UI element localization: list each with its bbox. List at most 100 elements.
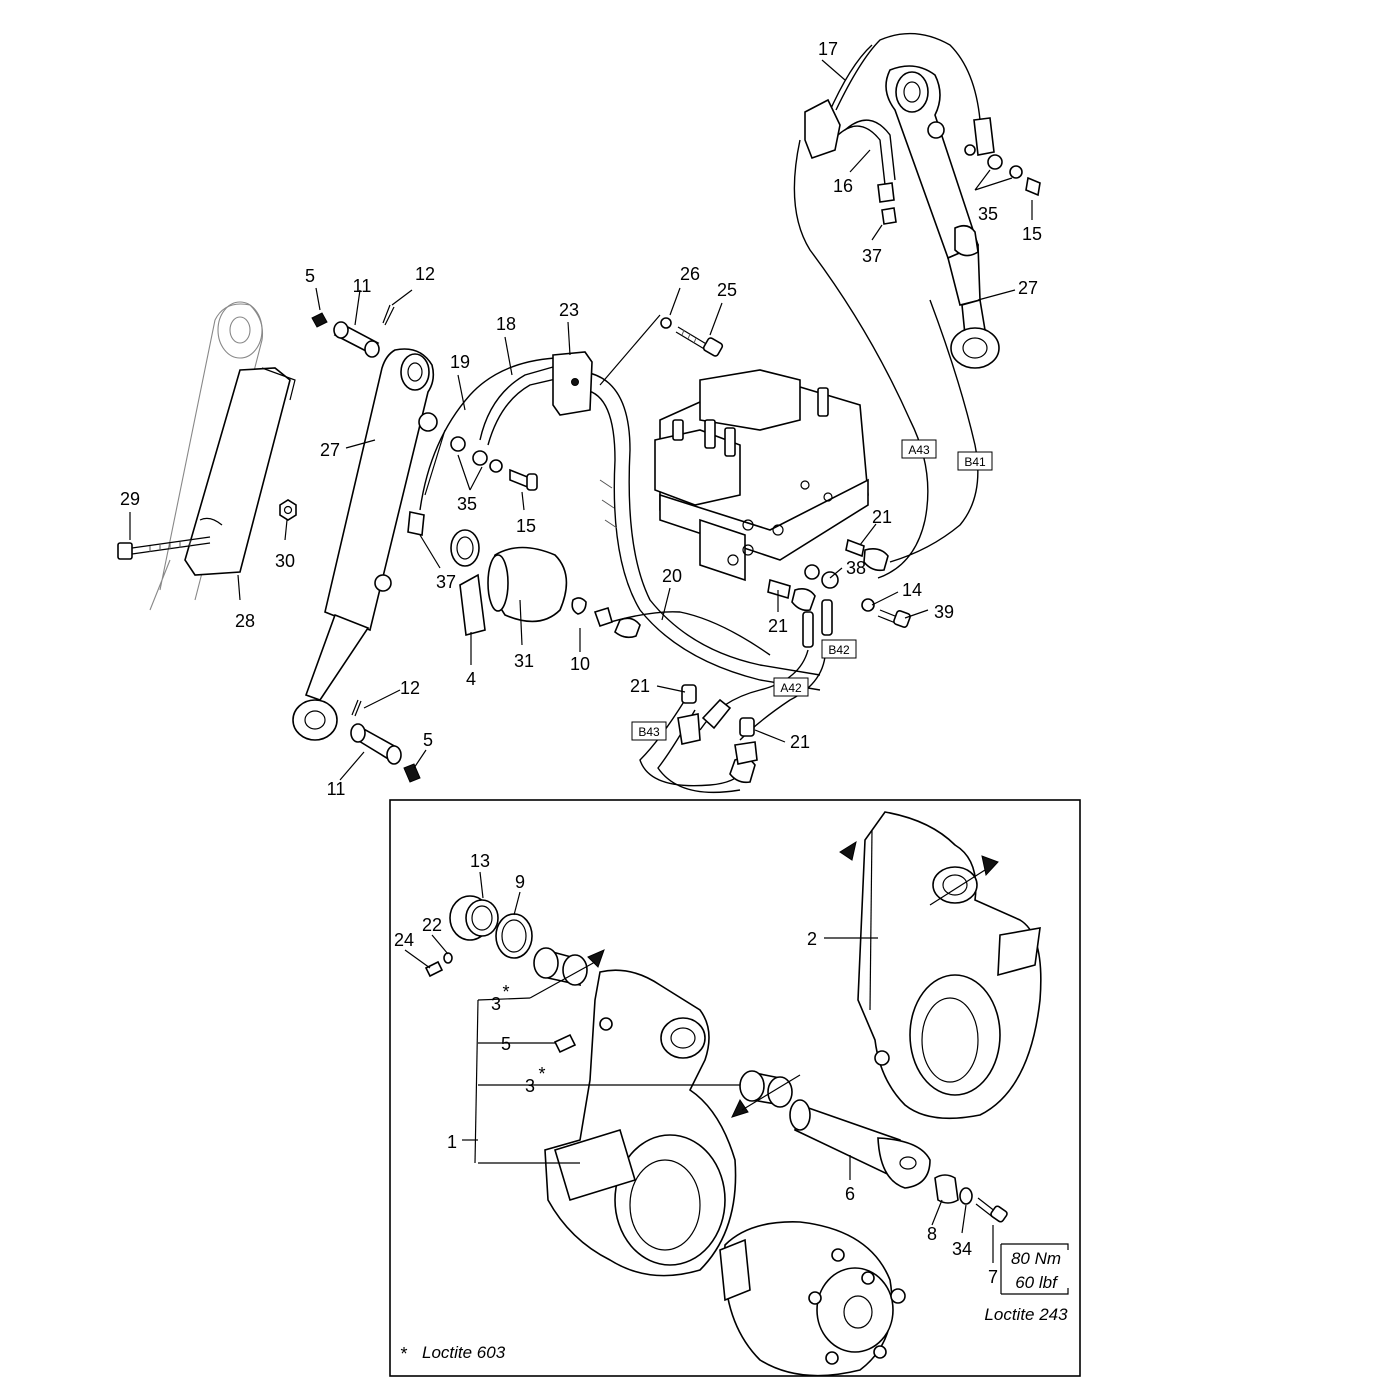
leader-lines-lower — [404, 871, 994, 1263]
torque-lbf: 60 lbf — [1015, 1273, 1059, 1292]
callout-13: 13 — [470, 851, 490, 871]
callout-3b: 3 — [525, 1076, 535, 1096]
svg-text:A43: A43 — [908, 443, 930, 457]
svg-text:B43: B43 — [638, 725, 660, 739]
clamp-23 — [552, 314, 661, 416]
lever-2 — [857, 811, 1042, 1120]
callouts-upper: 17 16 35 15 37 27 5 11 12 18 23 26 25 19… — [120, 39, 1042, 799]
svg-text:B41: B41 — [964, 455, 986, 469]
note-loctite-243: Loctite 243 — [984, 1305, 1068, 1324]
callout-9: 9 — [515, 872, 525, 892]
callout-24: 24 — [394, 930, 414, 950]
pin-lower — [350, 699, 421, 783]
callout-39: 39 — [934, 602, 954, 622]
asterisk-3b: * — [538, 1064, 545, 1084]
boom-outline — [149, 301, 264, 611]
callout-11: 11 — [353, 276, 372, 296]
callout-27b: 27 — [320, 440, 340, 460]
nut-13 — [449, 895, 499, 941]
hose-tag-a43: A43 — [901, 439, 937, 459]
callout-28: 28 — [235, 611, 255, 631]
callout-35: 35 — [978, 204, 998, 224]
callout-35b: 35 — [457, 494, 477, 514]
callout-25: 25 — [717, 280, 737, 300]
screw-24-washer-22 — [424, 952, 453, 978]
accumulator-31 — [450, 529, 641, 639]
grease-nipple-5 — [553, 1033, 577, 1054]
callout-17: 17 — [818, 39, 838, 59]
control-valve — [654, 369, 869, 582]
asterisk-3a: * — [502, 982, 509, 1002]
callout-16: 16 — [833, 176, 853, 196]
callout-21b: 21 — [768, 616, 788, 636]
callout-12: 12 — [415, 264, 435, 284]
callout-6: 6 — [845, 1184, 855, 1204]
callout-29: 29 — [120, 489, 140, 509]
callout-2: 2 — [807, 929, 817, 949]
fittings-right — [767, 538, 911, 648]
torque-spec: 80 Nm 60 lbf — [1000, 1243, 1069, 1295]
callouts-lower: 13 9 24 22 3 * 5 3 * 1 2 6 8 34 7 — [394, 851, 998, 1287]
callout-8: 8 — [927, 1224, 937, 1244]
callout-21a: 21 — [872, 507, 892, 527]
arrow-bush-lower-icon — [731, 1098, 749, 1118]
callout-14: 14 — [902, 580, 922, 600]
cover-plate — [184, 367, 296, 576]
nut-30 — [279, 499, 297, 521]
washer-9 — [495, 913, 533, 959]
callout-38: 38 — [846, 558, 866, 578]
callout-11b: 11 — [327, 779, 346, 799]
cylinder-left — [292, 348, 438, 741]
callout-22: 22 — [422, 915, 442, 935]
hose-tag-b41: B41 — [957, 451, 993, 471]
callout-26: 26 — [680, 264, 700, 284]
lever-1 — [544, 969, 737, 1277]
torque-nm: 80 Nm — [1011, 1249, 1061, 1268]
callout-15: 15 — [1022, 224, 1042, 244]
callout-21d: 21 — [790, 732, 810, 752]
callout-7: 7 — [988, 1267, 998, 1287]
callout-37b: 37 — [436, 572, 456, 592]
arrow-left-icon — [839, 840, 857, 861]
fittings-left — [407, 429, 538, 536]
hose-tag-a42: A42 — [773, 677, 809, 697]
callout-18: 18 — [496, 314, 516, 334]
bush-8-washer-34-screw-7 — [934, 1174, 1008, 1223]
callout-5b: 5 — [423, 730, 433, 750]
inset-frame — [389, 799, 1081, 1377]
callout-3a: 3 — [491, 994, 501, 1014]
callout-23: 23 — [559, 300, 579, 320]
note-loctite-603: Loctite 603 — [422, 1343, 506, 1362]
svg-text:B42: B42 — [828, 643, 850, 657]
callout-21c: 21 — [630, 676, 650, 696]
callout-5c: 5 — [501, 1034, 511, 1054]
callout-37: 37 — [862, 246, 882, 266]
callout-15b: 15 — [516, 516, 536, 536]
leader-lines-upper — [129, 59, 1033, 781]
bolt-29 — [117, 536, 211, 560]
callout-12b: 12 — [400, 678, 420, 698]
hoses-right-group — [639, 139, 979, 794]
note-asterisk: * — [400, 1344, 407, 1364]
hoses-left-group — [419, 357, 821, 691]
hose-tag-b43: B43 — [631, 721, 667, 741]
shaft-6 — [789, 1099, 931, 1189]
callout-19: 19 — [450, 352, 470, 372]
callout-10: 10 — [570, 654, 590, 674]
hydraulic-motor — [719, 1221, 906, 1377]
callout-1: 1 — [447, 1132, 457, 1152]
callout-31: 31 — [514, 651, 534, 671]
callout-27: 27 — [1018, 278, 1038, 298]
bush-3-lower — [739, 1070, 793, 1108]
callout-30: 30 — [275, 551, 295, 571]
bush-3-upper — [533, 947, 588, 987]
arrow-right-icon — [981, 855, 999, 877]
callout-20: 20 — [662, 566, 682, 586]
callout-5: 5 — [305, 266, 315, 286]
hose-tag-b42: B42 — [821, 639, 857, 659]
screw-25 — [660, 317, 724, 357]
pin-upper — [311, 304, 395, 358]
svg-text:A42: A42 — [780, 681, 802, 695]
hoses-top-group — [804, 32, 1041, 225]
